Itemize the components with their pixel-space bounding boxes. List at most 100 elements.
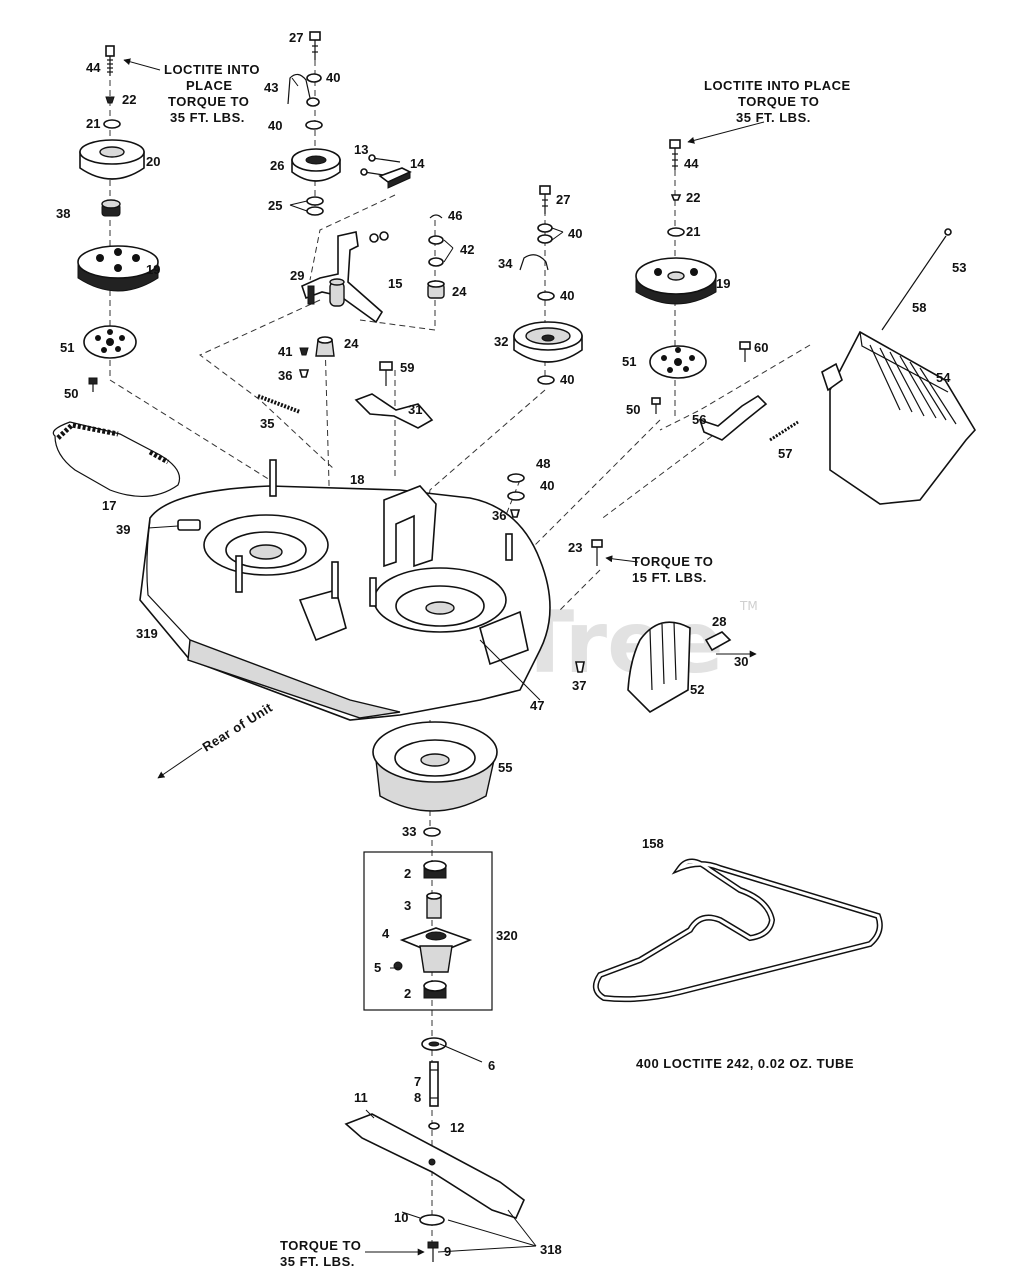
callout: 40 bbox=[560, 372, 574, 387]
callout: 50 bbox=[64, 386, 78, 401]
callout: 47 bbox=[530, 698, 544, 713]
spacer-24-left bbox=[315, 336, 335, 357]
callout: 22 bbox=[122, 92, 136, 107]
spring-35 bbox=[257, 394, 301, 414]
callout: 37 bbox=[572, 678, 586, 693]
svg-text:35 FT. LBS.: 35 FT. LBS. bbox=[280, 1254, 355, 1269]
callout: 9 bbox=[444, 1244, 451, 1259]
callout: 40 bbox=[326, 70, 340, 85]
nut-37 bbox=[575, 661, 585, 673]
svg-text:15 FT. LBS.: 15 FT. LBS. bbox=[632, 570, 707, 585]
callout: 50 bbox=[626, 402, 640, 417]
callout: 54 bbox=[936, 370, 951, 385]
grease-fitting-5 bbox=[393, 961, 403, 971]
svg-text:35 FT. LBS.: 35 FT. LBS. bbox=[170, 110, 245, 125]
callout: 48 bbox=[536, 456, 550, 471]
clip-15 bbox=[369, 231, 389, 243]
svg-text:TORQUE TO: TORQUE TO bbox=[632, 554, 713, 569]
callout: 319 bbox=[136, 626, 158, 641]
block-28 bbox=[704, 631, 732, 652]
loctite-tube-note: 400 LOCTITE 242, 0.02 OZ. TUBE bbox=[636, 1056, 854, 1071]
svg-text:TORQUE TO: TORQUE TO bbox=[168, 94, 249, 109]
center-pulley-stack bbox=[513, 185, 583, 385]
callout: 10 bbox=[394, 1210, 408, 1225]
callout: 12 bbox=[450, 1120, 464, 1135]
callout: 24 bbox=[344, 336, 359, 351]
washer-33 bbox=[423, 827, 441, 837]
bolt-9 bbox=[427, 1241, 439, 1262]
callout: 20 bbox=[146, 154, 160, 169]
right-pulley-stack bbox=[635, 139, 799, 442]
callout: 4 bbox=[382, 926, 390, 941]
washer-40-top bbox=[306, 73, 322, 83]
callout: 2 bbox=[404, 866, 411, 881]
callout: 3 bbox=[404, 898, 411, 913]
svg-text:PLACE: PLACE bbox=[186, 78, 233, 93]
spacer-3 bbox=[426, 892, 442, 919]
callout: 57 bbox=[778, 446, 792, 461]
callout: 26 bbox=[270, 158, 284, 173]
callout: 31 bbox=[408, 402, 422, 417]
nut-36-left bbox=[298, 369, 310, 378]
svg-text:35 FT. LBS.: 35 FT. LBS. bbox=[736, 110, 811, 125]
callout: 40 bbox=[560, 288, 574, 303]
callout: 14 bbox=[410, 156, 425, 171]
callout: 15 bbox=[388, 276, 402, 291]
pin-53 bbox=[944, 228, 952, 236]
spindle-shield-55 bbox=[372, 721, 498, 812]
svg-text:TM: TM bbox=[739, 599, 758, 613]
bracket-31 bbox=[354, 393, 434, 429]
callout: 53 bbox=[952, 260, 966, 275]
callout: 19 bbox=[716, 276, 730, 291]
washer-42-b bbox=[428, 257, 444, 267]
bolt-60 bbox=[739, 341, 751, 362]
callout: 27 bbox=[289, 30, 303, 45]
washer-40-mid bbox=[305, 120, 323, 130]
deflector-52 bbox=[627, 621, 691, 714]
callout: 27 bbox=[556, 192, 570, 207]
callout: 60 bbox=[754, 340, 768, 355]
note-loctite-left: LOCTITE INTO PLACE TORQUE TO 35 FT. LBS. bbox=[164, 62, 260, 125]
callout: 33 bbox=[402, 824, 416, 839]
callout: 44 bbox=[86, 60, 101, 75]
gear-pulley-19-right bbox=[635, 257, 717, 305]
bolt-44-left bbox=[105, 45, 115, 76]
callout: 30 bbox=[734, 654, 748, 669]
callout: 29 bbox=[290, 268, 304, 283]
callout: 6 bbox=[488, 1058, 495, 1073]
callout: 5 bbox=[374, 960, 381, 975]
callout: 23 bbox=[568, 540, 582, 555]
callout: 42 bbox=[460, 242, 474, 257]
callout: 17 bbox=[102, 498, 116, 513]
hub-plate-51-right bbox=[649, 345, 707, 379]
spindle-housing-4 bbox=[399, 927, 473, 973]
rod-43 bbox=[287, 73, 311, 105]
e-ring-46 bbox=[429, 214, 443, 219]
callout: 13 bbox=[354, 142, 368, 157]
left-pulley-stack bbox=[52, 45, 181, 498]
washer-21-right bbox=[667, 227, 685, 237]
callout: 158 bbox=[642, 836, 664, 851]
bolt-27-mid bbox=[539, 185, 551, 214]
callout: 18 bbox=[350, 472, 364, 487]
idler-arm-29 bbox=[301, 231, 384, 324]
bracket-56 bbox=[698, 394, 768, 441]
washer-10 bbox=[419, 1214, 445, 1226]
discharge-chute bbox=[821, 228, 976, 505]
callout: 21 bbox=[86, 116, 100, 131]
bolt-23 bbox=[591, 539, 603, 566]
callout: 41 bbox=[278, 344, 292, 359]
washer-40-deck bbox=[507, 491, 525, 501]
callout: 44 bbox=[684, 156, 699, 171]
washer-12 bbox=[428, 1122, 440, 1130]
callout: 58 bbox=[912, 300, 926, 315]
pulley-26 bbox=[291, 148, 341, 182]
belt-keeper-17 bbox=[52, 421, 181, 498]
callout: 35 bbox=[260, 416, 274, 431]
callout: 59 bbox=[400, 360, 414, 375]
washer-21-left bbox=[103, 119, 121, 129]
callout: 8 bbox=[414, 1090, 421, 1105]
callout: 36 bbox=[492, 508, 506, 523]
note-torque-bottom: TORQUE TO 35 FT. LBS. bbox=[280, 1238, 361, 1269]
